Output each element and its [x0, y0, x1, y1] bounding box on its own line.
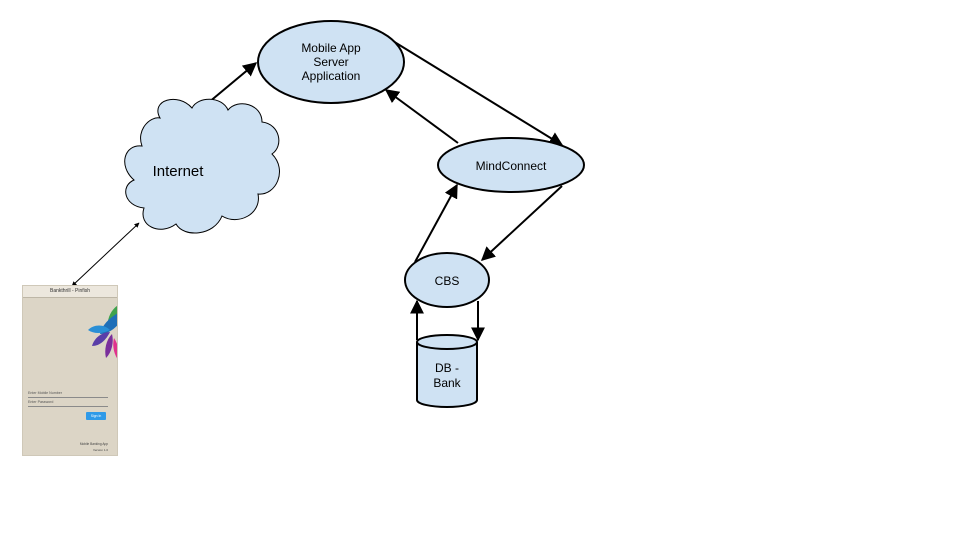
server-label-line2: Server: [313, 55, 348, 69]
cbs-node: CBS: [404, 252, 490, 308]
sign-in-button[interactable]: Sign In: [86, 412, 106, 420]
mindconnect-node: MindConnect: [437, 137, 585, 193]
password-field[interactable]: Enter Password: [28, 400, 108, 407]
db-label-line1: DB -: [435, 361, 459, 375]
edge-server-to-mindconnect: [387, 37, 564, 146]
mindconnect-label: MindConnect: [476, 159, 547, 173]
db-bank-cylinder: DB - Bank: [416, 334, 478, 408]
server-label-line1: Mobile App: [301, 41, 361, 55]
server-label-line3: Application: [302, 69, 361, 83]
mobile-number-field[interactable]: Enter Mobile Number: [28, 391, 108, 398]
app-footer-name: Mobile Banking App: [79, 442, 108, 446]
internet-cloud: Internet: [124, 98, 280, 234]
edge-mindconnect-to-server: [384, 89, 459, 144]
pinwheel-logo-icon: [88, 305, 117, 359]
internet-label: Internet: [153, 163, 205, 180]
edge-phone-internet: [71, 222, 140, 287]
app-footer-version: Version 1.0: [92, 448, 108, 452]
app-title-bar: Bankthrill - Pinfish: [23, 286, 117, 298]
mobile-app-screenshot: Bankthrill - Pinfish Enter Mobile Number…: [22, 285, 118, 456]
server-node: Mobile App Server Application: [257, 20, 405, 104]
db-label-line2: Bank: [433, 376, 461, 390]
edge-cbs-to-mindconnect: [414, 183, 458, 263]
edge-mindconnect-to-cbs: [480, 185, 563, 261]
cbs-label: CBS: [435, 274, 460, 288]
